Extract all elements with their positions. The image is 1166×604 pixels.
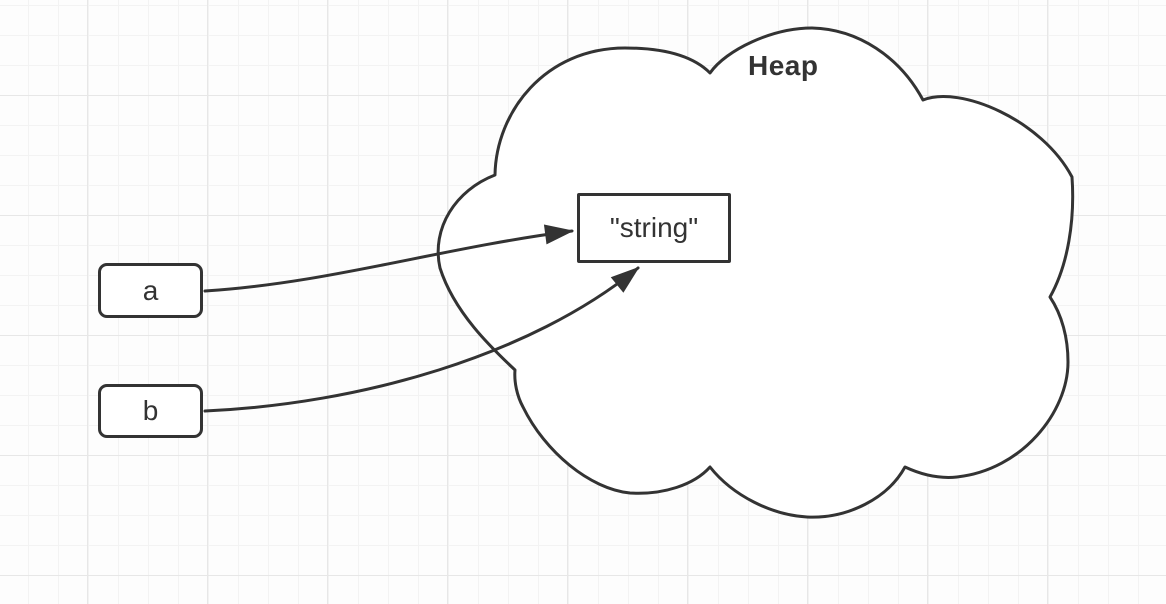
string-object-label: "string" xyxy=(609,212,699,243)
variable-box-a[interactable]: a xyxy=(98,263,203,318)
string-object-box[interactable]: "string" xyxy=(577,193,731,263)
variable-b-label: b xyxy=(142,395,159,426)
arrow-b-to-string[interactable] xyxy=(203,266,640,413)
variable-a-label: a xyxy=(142,274,159,306)
heap-label: Heap xyxy=(748,50,819,81)
arrow-a-to-string[interactable] xyxy=(203,224,574,293)
heap-cloud-shape[interactable] xyxy=(436,26,1075,519)
variable-box-b[interactable]: b xyxy=(98,384,203,438)
